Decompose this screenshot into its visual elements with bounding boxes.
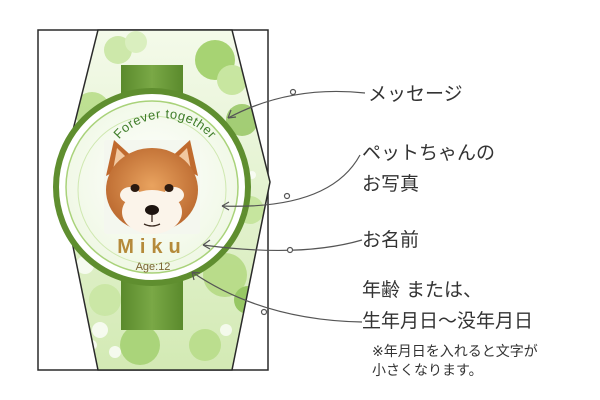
label-message: メッセージ	[368, 83, 463, 105]
arrow-message	[227, 90, 366, 119]
arrow-photo	[221, 154, 361, 207]
label-age-line1: 年齢 または、	[362, 279, 483, 301]
pet-name: Miku	[117, 236, 187, 258]
arrow-name-dot	[286, 246, 294, 254]
arrow-age	[191, 271, 363, 323]
label-age-line2: 生年月日～没年月日	[362, 310, 534, 332]
arrow-message-dot	[289, 88, 297, 96]
arrow-age-dot	[260, 308, 268, 316]
note-line2: 小さくなります。	[372, 363, 483, 379]
label-photo-line2: お写真	[362, 173, 420, 195]
medallion-thin-ring	[77, 115, 227, 265]
arrow-photo-dot	[283, 192, 291, 200]
shiba-inu-dog-photo	[104, 140, 200, 234]
note-line1: ※年月日を入れると文字が	[372, 344, 538, 360]
label-photo-line1: ペットちゃんの	[362, 142, 496, 164]
label-name: お名前	[362, 229, 420, 251]
callout-arrows	[191, 88, 366, 323]
pet-age: Age:12	[136, 261, 171, 273]
